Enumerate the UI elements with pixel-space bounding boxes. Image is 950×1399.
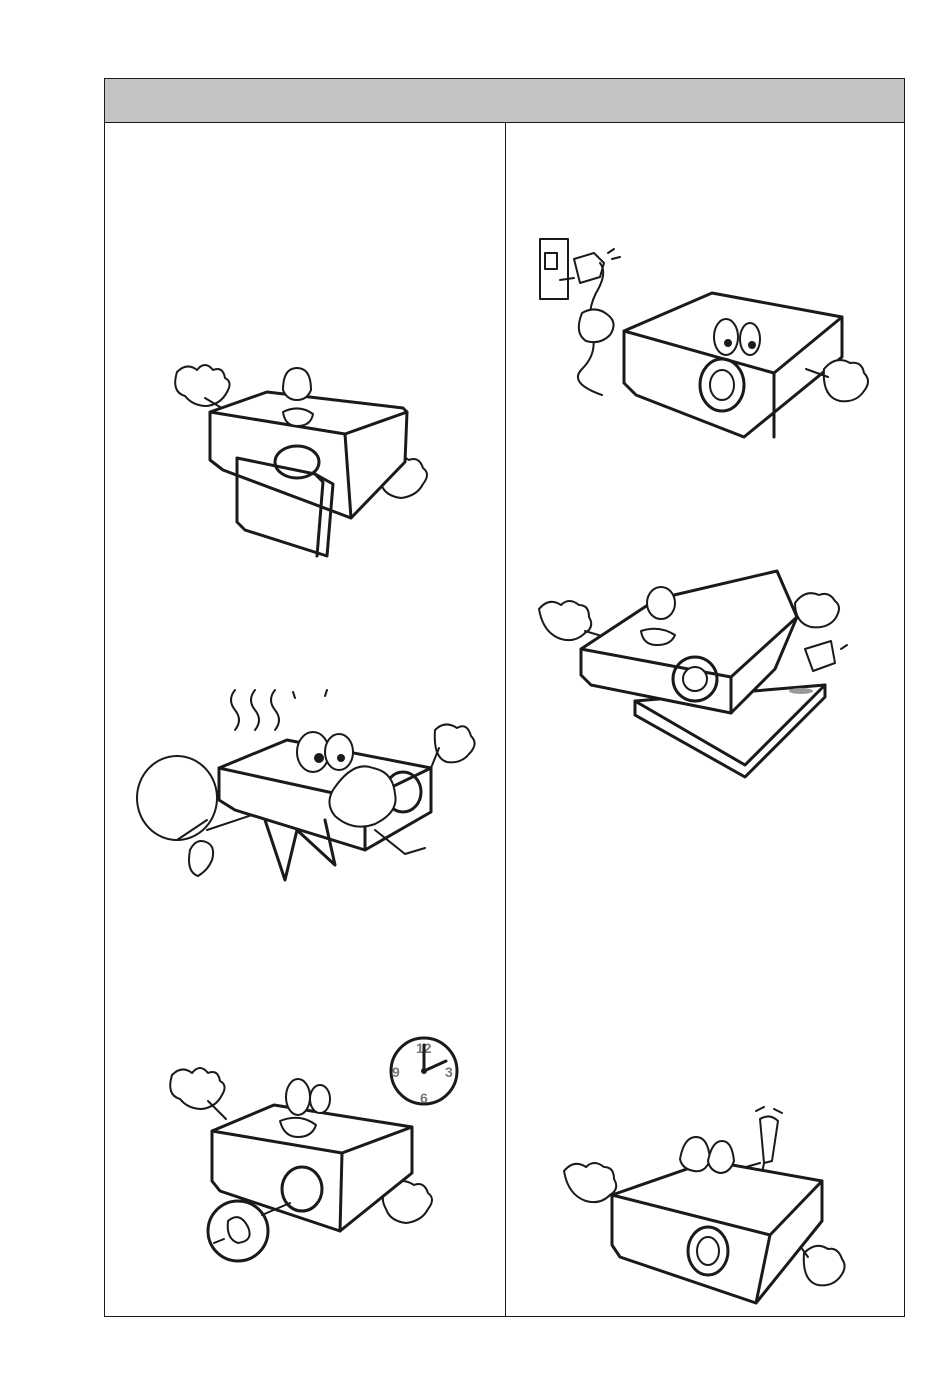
projector-blocked-lens-icon [165, 350, 445, 565]
clock-nine: 9 [392, 1064, 400, 1080]
projector-unstable-surface-icon [535, 565, 865, 790]
table-header-bar [105, 79, 904, 123]
projector-unplug-icon [530, 235, 880, 445]
projector-screwdriver-icon [560, 1105, 860, 1315]
column-divider [505, 122, 506, 1316]
clock-three: 3 [445, 1064, 453, 1080]
projector-lamp-timer-icon: 12 3 6 9 [162, 1035, 472, 1280]
clock-six: 6 [420, 1090, 428, 1106]
projector-overheating-fan-icon [135, 680, 485, 895]
